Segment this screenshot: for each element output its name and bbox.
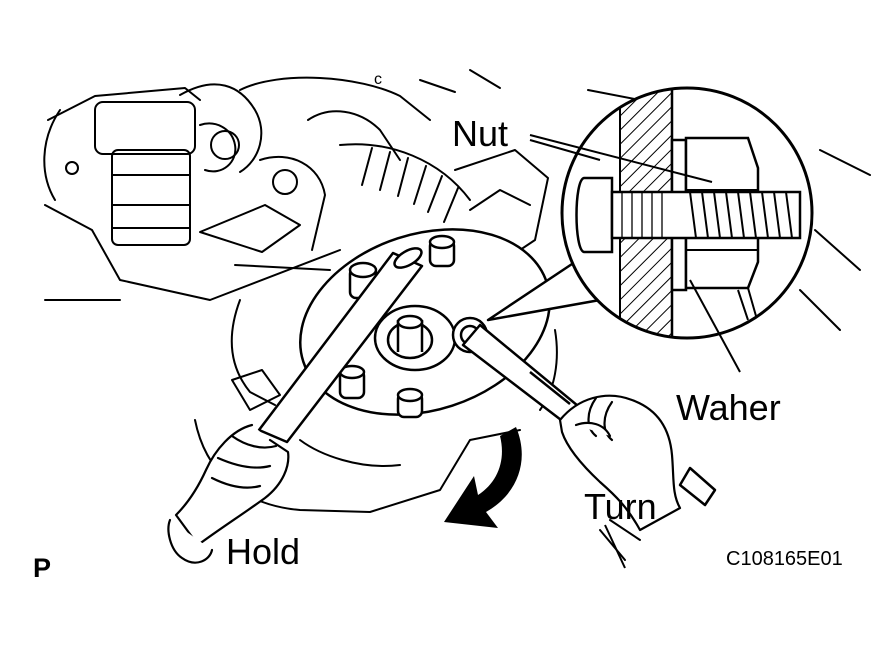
right-hand — [558, 394, 682, 532]
hub-bolt-bottom-right — [396, 387, 424, 419]
leader-lines — [529, 134, 741, 569]
left-hand — [167, 423, 290, 564]
hub-bolt-bottom-left — [338, 364, 366, 400]
zoom-detail — [560, 86, 814, 340]
view-marker: P — [33, 553, 52, 583]
hub-bolt-top-right — [428, 234, 456, 268]
turn-label: Turn — [584, 486, 657, 527]
washer-leader — [689, 279, 741, 373]
hub-mark-text: c — [374, 71, 382, 88]
hands — [167, 394, 682, 564]
hold-label: Hold — [226, 531, 301, 572]
bolt-head-shape — [575, 176, 614, 254]
holding-bar — [257, 247, 424, 444]
wrench — [461, 323, 717, 507]
washer-label: Waher — [676, 387, 781, 428]
axle-hub — [299, 228, 551, 416]
nut-label: Nut — [452, 113, 509, 154]
nut-leader — [529, 134, 713, 183]
rotation-arrow — [444, 427, 522, 528]
figure-code: C108165E01 — [726, 548, 843, 570]
turn-leader — [604, 524, 626, 569]
